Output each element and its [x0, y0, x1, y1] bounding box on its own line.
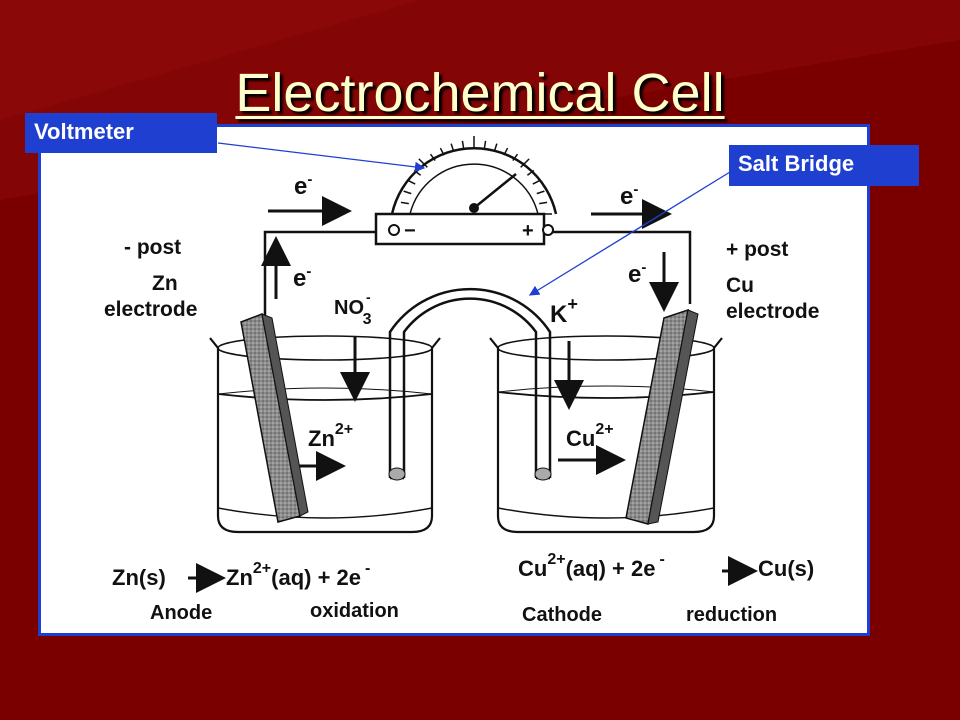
voltmeter-scale-tick: [429, 153, 436, 162]
potassium-ion-label: K+: [550, 294, 578, 328]
cathode-beaker: [489, 335, 723, 534]
salt-bridge-tube: [388, 287, 552, 480]
cathode-reaction-product: Cu(s): [758, 556, 814, 581]
zn-ion-label: Zn2+: [308, 421, 353, 451]
slide-title: Electrochemical Cell: [235, 63, 725, 123]
anode-reaction-product: Zn2+(aq) + 2e-: [226, 560, 370, 590]
cu-electrode-label-line2: electrode: [726, 300, 819, 323]
oxidation-label: oxidation: [310, 600, 399, 622]
electron-label-top-left: e-: [294, 171, 312, 200]
voltmeter-icon: − +: [374, 136, 558, 246]
anode-beaker: [209, 335, 441, 534]
electron-label-top-right: e-: [620, 181, 638, 210]
negative-post-label: - post: [124, 236, 181, 259]
voltmeter-scale-tick: [503, 147, 509, 156]
nitrate-ion-label: NO-3: [334, 289, 372, 328]
voltmeter-scale-tick: [520, 158, 530, 168]
zn-electrode-strip: [240, 312, 309, 523]
anode-reaction-reactant: Zn(s): [112, 565, 166, 590]
voltmeter-scale-tick: [461, 140, 465, 149]
voltmeter-scale-tick: [483, 140, 487, 149]
voltmeter-scale-tick: [450, 143, 455, 152]
voltmeter-plus-terminal: +: [522, 220, 534, 242]
cathode-reaction-reactant: Cu2+(aq) + 2e-: [518, 551, 665, 581]
voltmeter-scale-tick: [512, 153, 519, 162]
zn-electrode-label-line2: electrode: [104, 298, 197, 321]
salt-bridge-callout: Salt Bridge: [729, 145, 919, 186]
electrochemical-cell-diagram: − + e- e- e- e- - post Zn electrode + po…: [104, 136, 819, 626]
voltmeter-scale-tick: [439, 147, 445, 156]
voltmeter-scale-tick: [400, 201, 409, 205]
voltmeter-scale-tick: [493, 143, 498, 152]
anode-label: Anode: [150, 602, 212, 624]
cu-electrode-label-line1: Cu: [726, 274, 754, 297]
reduction-label: reduction: [686, 604, 777, 626]
voltmeter-minus-terminal: −: [404, 220, 416, 242]
zn-electrode-label-line1: Zn: [152, 272, 178, 295]
cu-ion-label: Cu2+: [566, 421, 614, 451]
voltmeter-scale-tick: [403, 190, 412, 195]
salt-bridge-plugs: [388, 467, 552, 481]
electron-label-right: e-: [628, 259, 646, 288]
cathode-label: Cathode: [522, 604, 602, 626]
voltmeter-scale-tick: [407, 179, 416, 185]
cu-electrode-strip: [625, 308, 699, 525]
positive-post-label: + post: [726, 238, 788, 261]
electron-label-left: e-: [293, 263, 311, 292]
voltmeter-callout: Voltmeter: [25, 113, 217, 153]
